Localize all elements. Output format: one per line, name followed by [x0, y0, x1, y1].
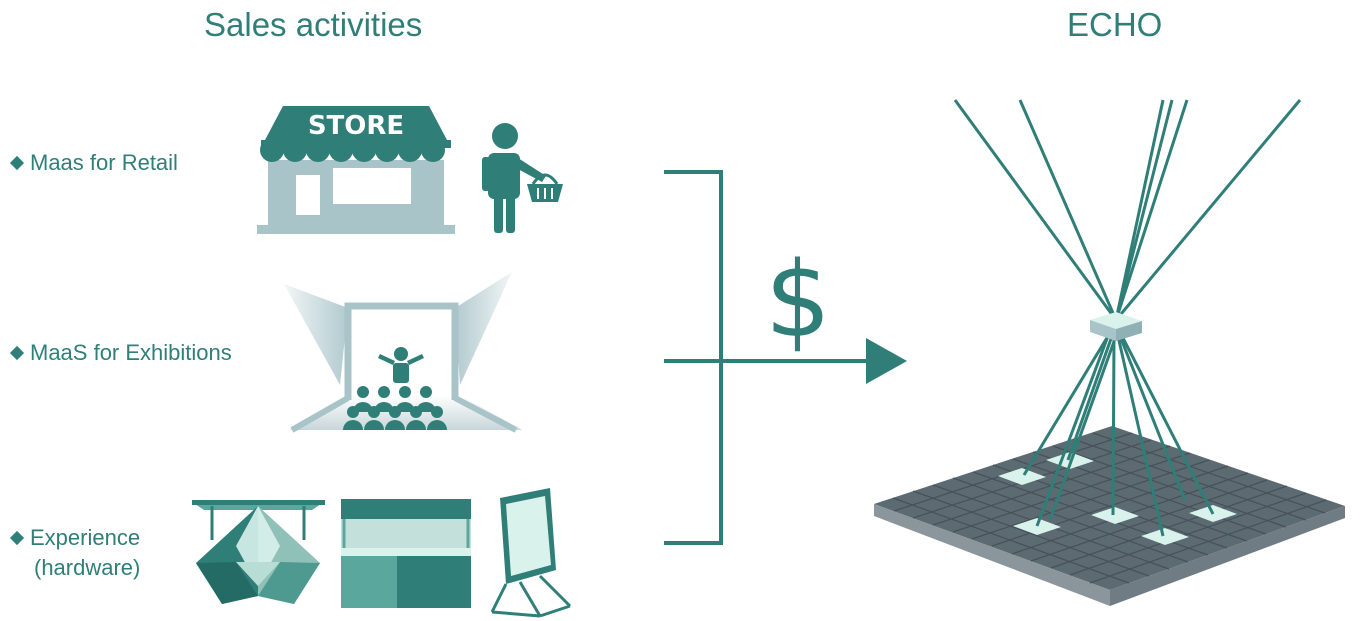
list-item-exhibitions: MaaS for Exhibitions — [9, 338, 232, 368]
sales-activities-heading: Sales activities — [204, 6, 423, 43]
exhibition-stage-icon — [284, 272, 522, 433]
item-label: MaaS for Exhibitions — [30, 340, 232, 365]
shopper-with-basket-icon — [482, 123, 563, 233]
list-item-experience: Experience (hardware) — [9, 523, 141, 583]
item-label: Maas for Retail — [30, 150, 178, 175]
list-item-retail: Maas for Retail — [9, 148, 178, 178]
hardware-booths-icon — [192, 488, 572, 618]
echo-platform-icon — [874, 99, 1345, 606]
flow-bracket — [664, 170, 870, 545]
store-icon: STORE — [257, 106, 455, 234]
dollar-sign: $ — [765, 239, 831, 361]
item-label-line1: Experience — [30, 525, 141, 550]
echo-heading: ECHO — [1067, 6, 1163, 43]
item-label-line2: (hardware) — [34, 555, 141, 580]
arrow-head-icon — [866, 338, 907, 384]
store-sign-text: STORE — [308, 111, 404, 141]
